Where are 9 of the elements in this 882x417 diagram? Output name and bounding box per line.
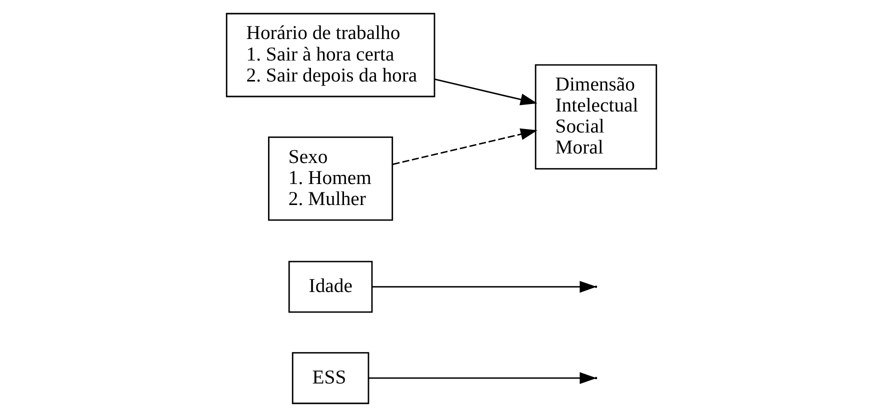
arrow [372,280,596,293]
arrow [368,372,596,384]
node-box: Horário de trabalho 1. Sair à hora certa 2. Sair depois da hora [225,12,435,98]
arrow [392,128,537,165]
node-box: Dimensão Intelectual Social Moral [534,64,657,170]
node-box: ESS [291,352,369,404]
node-box: Sexo 1. Homem 2. Mulher [268,136,393,221]
arrow [434,78,537,106]
node-box: Idade [288,260,372,313]
